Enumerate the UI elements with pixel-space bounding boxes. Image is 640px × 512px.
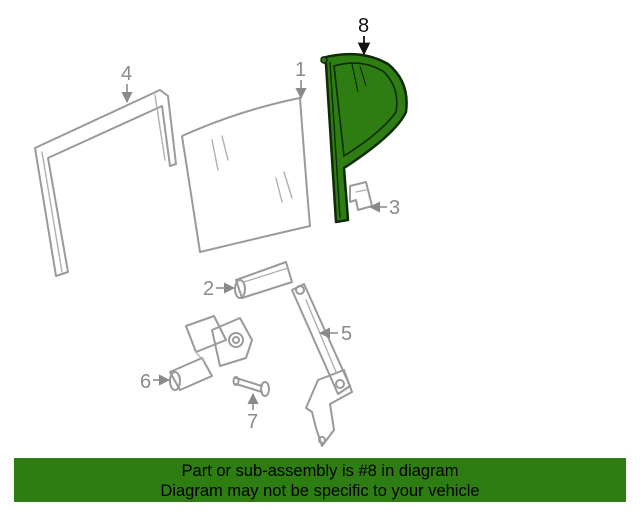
parts-diagram: 4 1 8 3 2 5 (34, 15, 408, 447)
banner-line-part: Part or sub-assembly is #8 in diagram (181, 462, 459, 480)
part-7-bolt[interactable] (232, 376, 270, 397)
banner-line-disclaimer: Diagram may not be specific to your vehi… (160, 482, 480, 500)
disclaimer-banner: Part or sub-assembly is #8 in diagram Di… (14, 458, 626, 502)
callout-1: 1 (295, 59, 306, 81)
part-5-regulator[interactable] (291, 283, 353, 447)
callout-3: 3 (389, 197, 400, 219)
part-1-door-glass[interactable] (181, 97, 311, 253)
part-6-motor[interactable] (169, 315, 253, 391)
part-3-bracket[interactable] (349, 181, 373, 211)
part-4-run-channel[interactable] (34, 89, 177, 277)
part-8-quarter-glass[interactable] (320, 52, 408, 224)
callout-2: 2 (203, 278, 214, 300)
callout-8: 8 (358, 15, 369, 37)
callout-5: 5 (341, 323, 352, 345)
callout-6: 6 (140, 371, 151, 393)
callout-7: 7 (247, 411, 258, 433)
callout-4: 4 (121, 63, 132, 85)
part-2-guide[interactable] (234, 261, 293, 299)
